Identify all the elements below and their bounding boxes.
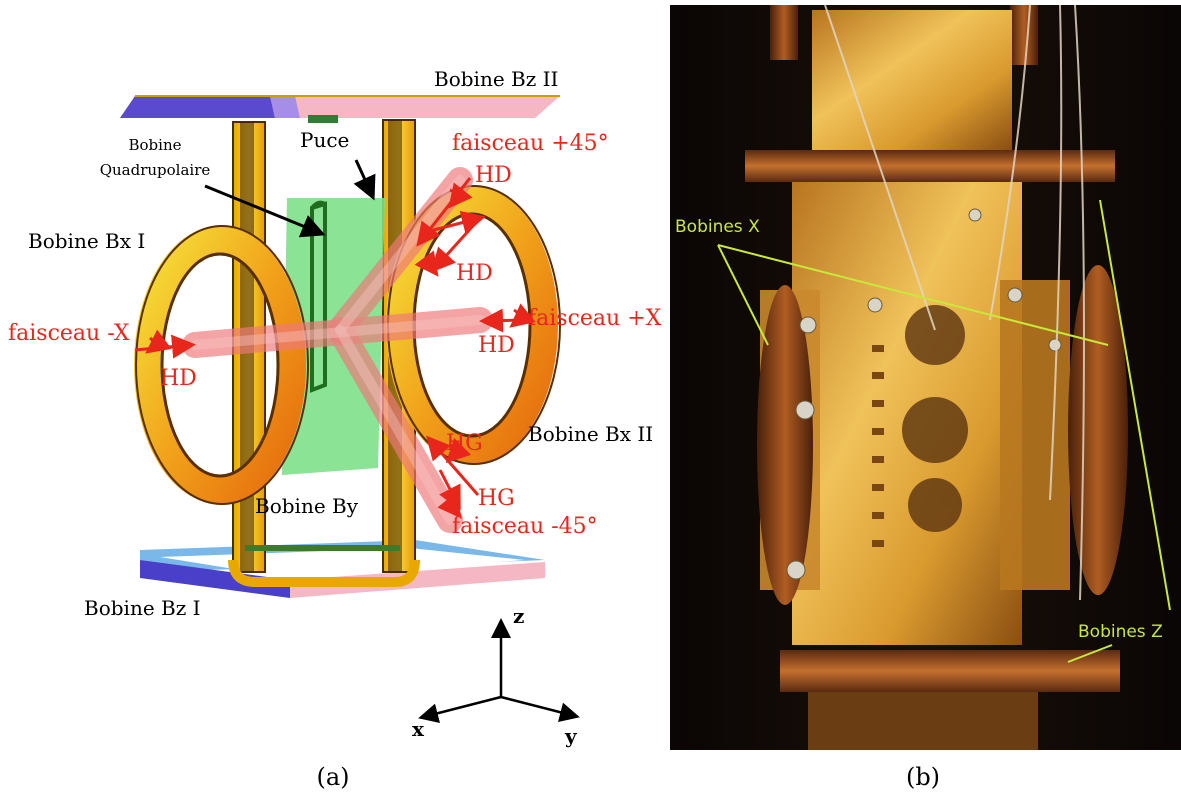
coil-band-bottom — [780, 650, 1120, 692]
coil-x-left — [757, 285, 813, 605]
copper-wire-left — [770, 5, 798, 60]
caption-b: (b) — [906, 763, 940, 791]
top-plate — [812, 10, 1012, 150]
label-bobine-bz-i: Bobine Bz I — [84, 596, 201, 620]
wires — [824, 4, 1085, 601]
label-pol-hg-top: HG — [446, 431, 483, 456]
label-pol-hg-bottom: HG — [478, 486, 515, 511]
label-bobine-quadrupolaire-1: Bobine — [129, 136, 182, 154]
pointer-arrows — [204, 159, 376, 238]
copper-wire-right — [1010, 5, 1038, 65]
label-faisceau-plus45: faisceau +45° — [452, 131, 609, 156]
axis-z-label: z — [513, 604, 524, 628]
label-pol-hd-mid: HD — [456, 261, 493, 286]
label-pol-hd-minusx: HD — [160, 366, 197, 391]
gold-body — [792, 180, 1022, 645]
label-faisceau-minus45: faisceau -45° — [452, 514, 598, 539]
screws — [786, 208, 1062, 580]
label-faisceau-minusx: faisceau -X — [8, 321, 130, 346]
label-faisceau-plusx: faisceau +X — [528, 306, 662, 331]
axis-y-label: y — [564, 724, 578, 748]
label-pol-hd-top: HD — [475, 163, 512, 188]
coil-base — [808, 692, 1038, 750]
annotation-lines — [717, 199, 1171, 663]
label-bobines-x: Bobines X — [675, 217, 760, 237]
plate-cutouts — [902, 305, 968, 532]
beam-arrows — [134, 177, 536, 519]
label-bobine-quadrupolaire-2: Quadrupolaire — [100, 161, 211, 179]
coil-bz-ii — [120, 95, 560, 118]
plate-slots — [872, 345, 884, 547]
label-bobines-z: Bobines Z — [1078, 622, 1163, 642]
axis-x-label: x — [412, 717, 425, 741]
label-bobine-by: Bobine By — [255, 494, 359, 518]
panel-a: Bobine Bz II Bobine Quadrupolaire Puce B… — [8, 67, 662, 791]
label-bobine-bx-i: Bobine Bx I — [28, 229, 145, 253]
panel-b: Bobines X Bobines Z (b) — [670, 4, 1181, 791]
coil-bx-i — [134, 225, 309, 505]
label-bobine-bz-ii: Bobine Bz II — [434, 67, 558, 91]
axis-triad — [418, 618, 580, 723]
label-bobine-bx-ii: Bobine Bx II — [528, 422, 653, 446]
label-puce: Puce — [300, 128, 349, 152]
caption-a: (a) — [316, 763, 349, 791]
coil-band-top — [745, 150, 1115, 182]
label-pol-hd-plusx: HD — [478, 333, 515, 358]
laser-beams — [182, 167, 493, 533]
